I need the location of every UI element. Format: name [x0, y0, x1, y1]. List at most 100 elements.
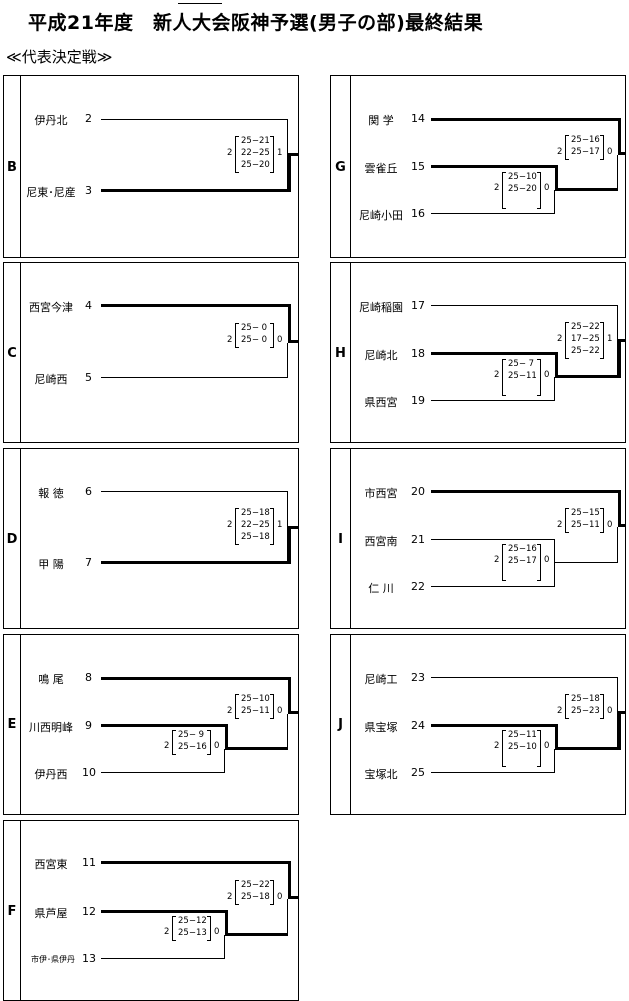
bracket-line-winner: [101, 677, 290, 680]
bracket-line: [287, 714, 288, 750]
bracket-line: [431, 539, 555, 540]
team-number: 9: [85, 719, 92, 732]
team-name: 関 学: [368, 114, 394, 127]
bracket-line-winner: [618, 711, 621, 750]
set-score: 25−12: [178, 916, 207, 926]
score-bracket: [565, 322, 569, 359]
bracket-line: [554, 190, 555, 214]
score-bracket: [537, 544, 541, 581]
bracket-line: [617, 677, 618, 748]
bracket-line: [431, 772, 555, 773]
block-divider: [350, 263, 351, 442]
block-label: B: [7, 160, 17, 175]
team-name: 西宮今津: [29, 301, 73, 314]
block-divider: [20, 263, 21, 442]
match-left-score: 2: [557, 520, 563, 530]
bracket-line: [431, 677, 617, 678]
block-g: G 関 学 14 雲雀丘 15 尼崎小田 16 2 25−16 25−17 0 …: [330, 75, 626, 258]
set-score: 25− 9: [178, 730, 205, 740]
bracket-line: [101, 119, 287, 120]
bracket-line: [554, 749, 555, 773]
match-right-score: 0: [544, 370, 550, 380]
bracket-line-winner: [431, 724, 558, 727]
score-bracket: [207, 916, 211, 941]
match-left-score: 2: [227, 892, 233, 902]
team-number: 14: [411, 112, 425, 125]
bracket-line: [101, 958, 225, 959]
bracket-line-winner: [291, 340, 298, 343]
score-bracket: [502, 172, 506, 209]
score-bracket: [537, 172, 541, 209]
team-number: 24: [411, 719, 425, 732]
set-score: 25−10: [241, 694, 270, 704]
bracket-line-winner: [618, 490, 621, 527]
score-bracket: [565, 135, 569, 160]
team-name: 市伊･県伊丹: [31, 955, 75, 964]
set-score: 25−21: [241, 136, 270, 146]
team-number: 20: [411, 485, 425, 498]
bracket-line-winner: [288, 304, 291, 343]
team-number: 3: [85, 184, 92, 197]
team-number: 16: [411, 207, 425, 220]
block-divider: [350, 635, 351, 814]
bracket-line: [101, 772, 225, 773]
block-f: F 西宮東 11 県芦屋 12 市伊･県伊丹 13 2 25−22 25−18 …: [3, 820, 299, 1001]
bracket-line-winner: [291, 526, 298, 529]
block-label: I: [338, 532, 343, 547]
bracket-line-winner: [621, 339, 626, 342]
bracket-line: [431, 213, 555, 214]
set-score: 25−22: [241, 880, 270, 890]
match-right-score: 0: [214, 741, 220, 751]
block-d: D 報 徳 6 甲 陽 7 2 25−18 22−25 25−18 1: [3, 448, 299, 629]
team-name: 尼崎稲園: [359, 301, 403, 314]
bracket-line: [617, 305, 618, 375]
team-number: 8: [85, 671, 92, 684]
match-right-score: 0: [277, 706, 283, 716]
bracket-line-winner: [101, 304, 290, 307]
set-score: 25−10: [508, 742, 537, 752]
bracket-line-winner: [621, 524, 626, 527]
set-score: 25−11: [241, 706, 270, 716]
set-score: 25−20: [241, 160, 270, 170]
match-left-score: 2: [557, 706, 563, 716]
block-label: J: [338, 717, 343, 732]
team-name: 県西宮: [364, 396, 398, 409]
bracket-line-winner: [288, 677, 291, 714]
bracket-line: [554, 539, 555, 563]
team-name: 川西明峰: [29, 721, 73, 734]
bracket-line-winner: [555, 165, 558, 191]
bracket-line: [431, 305, 617, 306]
block-label: H: [335, 346, 346, 361]
team-number: 17: [411, 299, 425, 312]
set-score: 25− 0: [241, 323, 268, 333]
set-score: 25−10: [508, 172, 537, 182]
bracket-line-winner: [555, 352, 558, 378]
team-number: 7: [85, 556, 92, 569]
match-left-score: 2: [227, 335, 233, 345]
bracket-line-winner: [555, 188, 618, 191]
score-bracket: [537, 730, 541, 767]
block-divider: [20, 821, 21, 1000]
bracket-line-winner: [288, 526, 291, 564]
match-right-score: 1: [607, 334, 613, 344]
bracket-line: [287, 343, 288, 378]
set-score: 25− 7: [508, 359, 535, 369]
set-score: 25−18: [241, 532, 270, 542]
score-bracket: [600, 694, 604, 719]
block-label: G: [335, 160, 346, 175]
bracket-line-winner: [621, 152, 626, 155]
set-score: 25−22: [571, 346, 600, 356]
bracket-line: [224, 935, 225, 959]
score-bracket: [235, 508, 239, 545]
match-left-score: 2: [494, 741, 500, 751]
bracket-line-winner: [288, 153, 291, 192]
score-bracket: [207, 730, 211, 755]
score-bracket: [600, 135, 604, 160]
block-divider: [20, 635, 21, 814]
bracket-line: [101, 491, 287, 492]
bracket-line: [287, 491, 288, 563]
team-name: 西宮東: [34, 858, 68, 871]
match-left-score: 2: [227, 706, 233, 716]
score-bracket: [235, 323, 239, 348]
bracket-line-winner: [101, 910, 228, 913]
